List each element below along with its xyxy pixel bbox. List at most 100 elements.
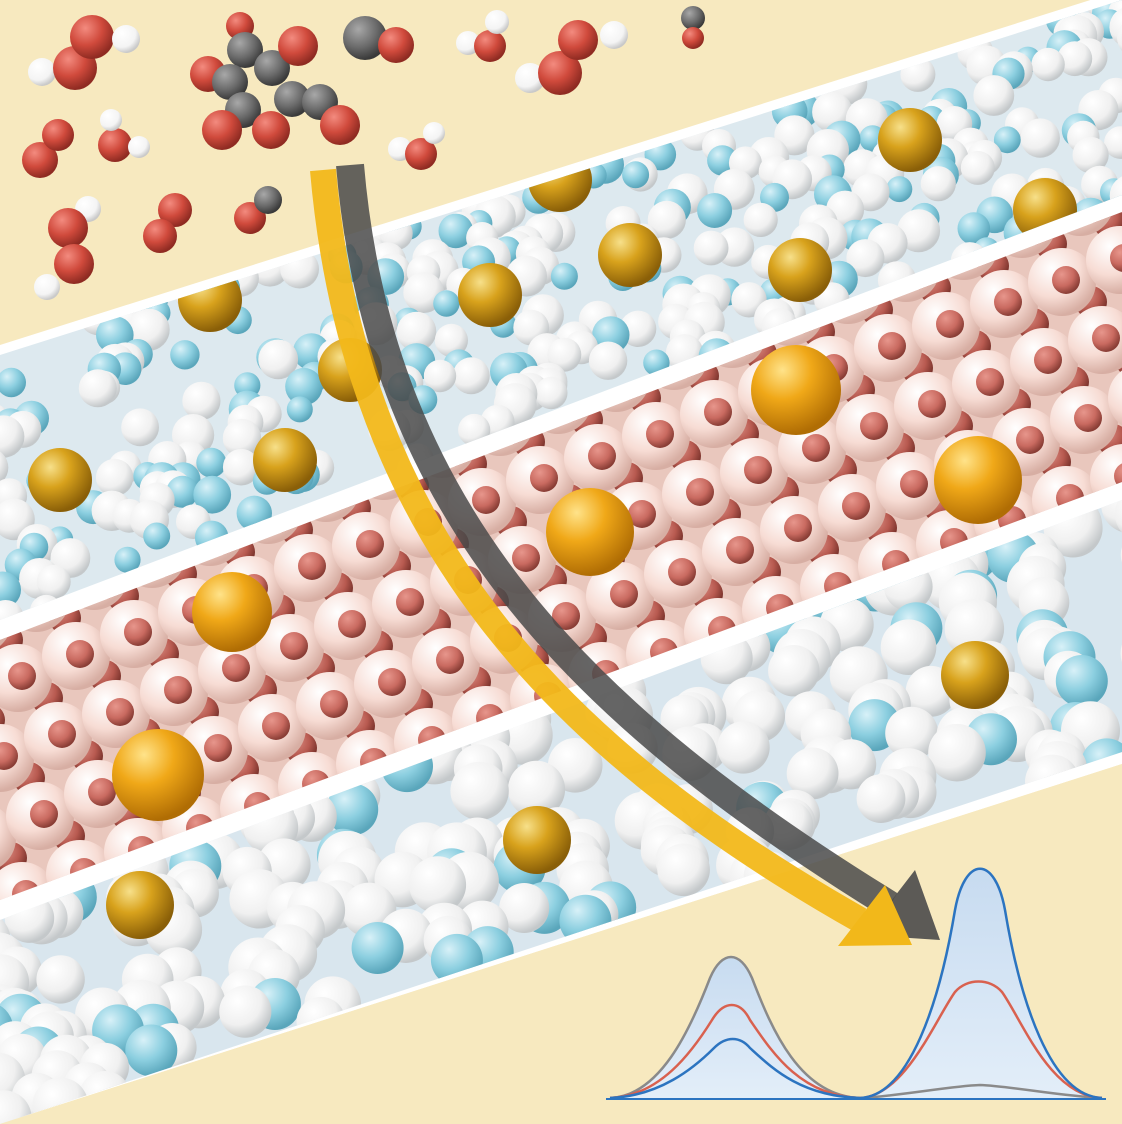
oxide-large-atom <box>0 724 34 792</box>
oxide-center-atom <box>0 742 18 770</box>
o2-molecule <box>22 119 74 178</box>
white-atom <box>547 337 582 372</box>
right-peak-area <box>862 868 1102 1098</box>
white-atom <box>856 774 906 823</box>
oxide-center-atom <box>512 544 540 572</box>
white-atom <box>258 339 299 380</box>
white-atom <box>897 209 941 253</box>
left-peak-area <box>610 957 860 1098</box>
water-molecule <box>34 196 101 300</box>
bright-gold-atom <box>192 572 272 652</box>
white-atom <box>535 376 568 410</box>
co-molecule <box>681 6 705 49</box>
oxide-center-atom <box>918 390 946 418</box>
water-molecule <box>388 122 445 170</box>
white-atom <box>499 883 550 933</box>
bright-gold-atom <box>546 488 634 576</box>
oxide-center-atom <box>30 800 58 828</box>
white-atom <box>423 359 457 393</box>
oxide-center-atom <box>204 734 232 762</box>
co2-cluster <box>190 12 360 150</box>
cyan-atom <box>114 546 141 573</box>
co-molecule <box>234 186 282 234</box>
oxide-center-atom <box>262 712 290 740</box>
bright-gold-atom <box>751 345 841 435</box>
cyan-atom <box>697 193 733 228</box>
oxide-center-atom <box>784 514 812 542</box>
white-atom <box>452 357 490 395</box>
white-atom <box>78 369 117 408</box>
gold-atom <box>458 263 522 327</box>
cyan-atom <box>285 367 323 406</box>
oxide-center-atom <box>976 368 1004 396</box>
oxide-center-atom <box>396 588 424 616</box>
oxide-center-atom <box>8 662 36 690</box>
white-atom <box>1031 47 1065 82</box>
water-molecule <box>515 20 628 95</box>
spectrum-plot <box>606 867 1106 1100</box>
oxide-center-atom <box>646 420 674 448</box>
white-atom <box>928 723 986 782</box>
white-atom <box>0 1090 32 1124</box>
white-atom <box>409 856 467 914</box>
oxide-center-atom <box>298 552 326 580</box>
cyan-atom <box>993 126 1021 154</box>
blue-curve <box>609 867 1103 1100</box>
cyan-atom <box>196 447 227 478</box>
oxide-center-atom <box>900 470 928 498</box>
oxide-center-atom <box>472 486 500 514</box>
white-atom <box>588 341 628 380</box>
white-atom <box>920 166 956 202</box>
oxide-center-atom <box>530 464 558 492</box>
gold-atom <box>106 871 174 939</box>
oxide-center-atom <box>124 618 152 646</box>
white-atom <box>507 760 566 819</box>
oxide-center-atom <box>280 632 308 660</box>
oxide-center-atom <box>668 558 696 586</box>
cyan-atom <box>326 783 379 836</box>
cyan-atom <box>1055 655 1108 707</box>
oxide-center-atom <box>552 602 580 630</box>
white-atom <box>717 721 770 774</box>
white-atom <box>1020 118 1060 158</box>
oxide-center-atom <box>320 690 348 718</box>
white-atom <box>36 564 71 599</box>
oxide-center-atom <box>588 442 616 470</box>
oxide-center-atom <box>222 654 250 682</box>
oxide-center-atom <box>842 492 870 520</box>
oxide-center-atom <box>338 610 366 638</box>
white-atom <box>219 985 272 1038</box>
oxide-center-atom <box>802 434 830 462</box>
oxide-center-atom <box>88 778 116 806</box>
plot-backdrop <box>0 764 1122 1124</box>
white-atom <box>121 408 159 447</box>
white-atom <box>1104 126 1122 159</box>
white-atom <box>222 448 260 486</box>
white-atom <box>450 761 509 821</box>
oxide-center-atom <box>1016 426 1044 454</box>
white-atom <box>0 415 25 458</box>
white-atom <box>973 75 1015 116</box>
white-atom <box>826 739 877 790</box>
cyan-atom <box>886 176 913 203</box>
oxide-center-atom <box>164 676 192 704</box>
white-atom <box>396 311 437 352</box>
oxide-center-atom <box>436 646 464 674</box>
cyan-atom <box>0 571 21 609</box>
white-atom <box>880 619 937 675</box>
oxide-center-atom <box>1074 404 1102 432</box>
white-atom <box>693 230 729 266</box>
cyan-atom <box>170 340 200 370</box>
bright-gold-atom <box>934 436 1022 524</box>
oxide-center-atom <box>1034 346 1062 374</box>
oxide-center-atom <box>860 412 888 440</box>
gold-atom <box>768 238 832 302</box>
gold-atom <box>28 448 92 512</box>
cyan-atom <box>351 922 404 974</box>
oxide-center-atom <box>628 500 656 528</box>
co-molecule <box>343 16 414 63</box>
oxide-center-atom <box>936 310 964 338</box>
gold-atom <box>503 806 571 874</box>
white-atom <box>1057 41 1093 77</box>
white-atom <box>647 200 686 239</box>
